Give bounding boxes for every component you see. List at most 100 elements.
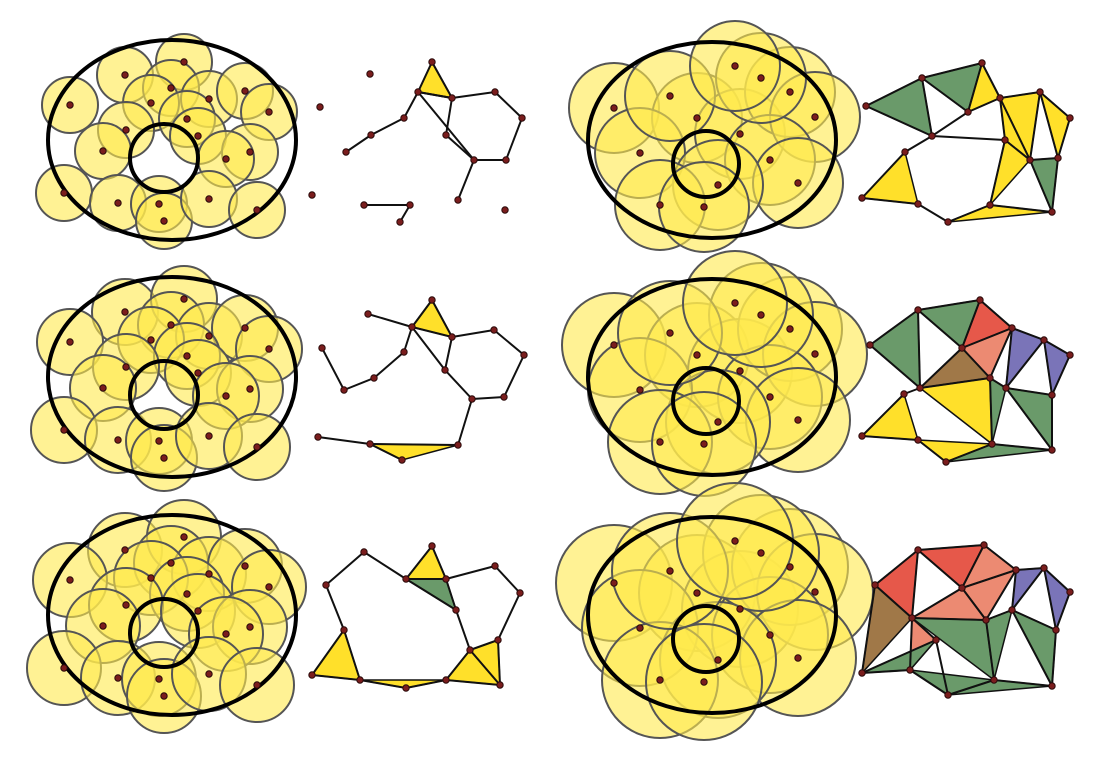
vertex-point xyxy=(322,581,330,589)
simplex-edge xyxy=(931,111,969,137)
simplex-edge xyxy=(861,393,905,437)
sample-point xyxy=(205,432,213,440)
simplex-edge xyxy=(861,197,919,205)
simplex-edge xyxy=(1043,567,1071,593)
sample-point xyxy=(205,332,213,340)
sample-point xyxy=(731,299,739,307)
sample-point xyxy=(122,363,130,371)
simplex-edge xyxy=(503,354,525,398)
simplex-edge xyxy=(311,629,345,676)
large-scale-cover-row-3 xyxy=(555,482,874,741)
sample-point xyxy=(700,440,708,448)
simplex-edge xyxy=(445,565,496,580)
simplex-edge xyxy=(961,327,1013,349)
simplex-edge xyxy=(405,578,457,611)
vertex-point xyxy=(500,393,508,401)
simplex-edge xyxy=(1011,327,1045,341)
simplex-edge xyxy=(909,669,949,696)
vertex-point xyxy=(316,103,324,111)
simplex-edge xyxy=(497,592,521,641)
sample-point xyxy=(265,345,273,353)
simplex-edge xyxy=(1005,387,1053,451)
sample-point xyxy=(610,579,618,587)
vertex-point xyxy=(932,636,940,644)
sample-point xyxy=(121,308,129,316)
vertex-point xyxy=(1052,626,1060,634)
simplex-triangle xyxy=(860,150,919,205)
vertex-point xyxy=(442,131,450,139)
sample-point xyxy=(205,195,213,203)
simplex-edge xyxy=(985,619,995,681)
vertex-point xyxy=(978,59,986,67)
sample-point xyxy=(205,670,213,678)
vertex-point xyxy=(964,108,972,116)
vertex-point xyxy=(494,636,502,644)
sample-point xyxy=(114,199,122,207)
sample-point xyxy=(794,654,802,662)
simplex-edge xyxy=(345,134,372,153)
sample-point xyxy=(180,58,188,66)
outer-boundary-ellipse xyxy=(586,277,838,477)
vertex-point xyxy=(986,201,994,209)
simplex-edge xyxy=(989,327,1013,379)
sample-point xyxy=(693,589,701,597)
vertex-point xyxy=(342,148,350,156)
vertex-point xyxy=(414,88,422,96)
simplex-triangle xyxy=(369,443,459,461)
simplex-edge xyxy=(431,299,453,338)
vertex-point xyxy=(442,676,450,684)
simplex-edge xyxy=(417,91,453,99)
sample-point xyxy=(183,590,191,598)
vertex-point xyxy=(871,581,879,589)
sample-point xyxy=(66,576,74,584)
vertex-point xyxy=(402,684,410,692)
vertex-point xyxy=(408,323,416,331)
simplex-edge xyxy=(469,639,499,651)
small-scale-cover-row-1 xyxy=(35,33,298,250)
vertex-point xyxy=(448,333,456,341)
simplex-edge xyxy=(1051,157,1059,213)
simplex-edge xyxy=(917,299,981,311)
vertex-point xyxy=(314,433,322,441)
simplex-edge xyxy=(869,309,919,346)
sample-point xyxy=(766,156,774,164)
vertex-point xyxy=(367,131,375,139)
sample-point xyxy=(122,126,130,134)
sample-point xyxy=(736,130,744,138)
large-scale-cover-row-2 xyxy=(561,250,868,497)
outer-boundary-ellipse xyxy=(586,40,838,240)
simplex-edge xyxy=(411,299,433,328)
simplex-triangle xyxy=(864,76,933,138)
sample-point xyxy=(241,562,249,570)
simplex-edge xyxy=(457,398,473,446)
simplex-edge xyxy=(1051,354,1071,396)
vertex-point xyxy=(900,390,908,398)
simplex-edge xyxy=(493,329,525,356)
sample-point xyxy=(160,454,168,462)
simplex-edge xyxy=(861,435,919,441)
simplex-edge xyxy=(921,77,933,137)
outer-boundary-ellipse xyxy=(46,38,298,242)
vertex-point xyxy=(406,201,414,209)
vertex-point xyxy=(996,94,1004,102)
inner-boundary-circle xyxy=(128,597,200,669)
simplex-edge xyxy=(451,329,495,338)
simplex-edge xyxy=(1015,567,1045,571)
vertex-point xyxy=(990,676,998,684)
simplex-triangle xyxy=(1042,565,1071,633)
sample-point xyxy=(183,115,191,123)
simplex-edge xyxy=(1011,569,1017,611)
sample-point xyxy=(194,132,202,140)
vertex-point xyxy=(1002,384,1010,392)
outer-boundary-ellipse xyxy=(586,515,838,715)
sample-point xyxy=(194,607,202,615)
vertex-point xyxy=(908,614,916,622)
simplex-edge xyxy=(991,443,1053,451)
simplex-edge xyxy=(471,396,505,400)
sample-point xyxy=(700,678,708,686)
simplex-edge xyxy=(325,551,365,586)
simplex-edge xyxy=(1029,91,1041,161)
sample-point xyxy=(194,369,202,377)
vertex-point xyxy=(1012,566,1020,574)
simplex-edge xyxy=(469,649,501,686)
